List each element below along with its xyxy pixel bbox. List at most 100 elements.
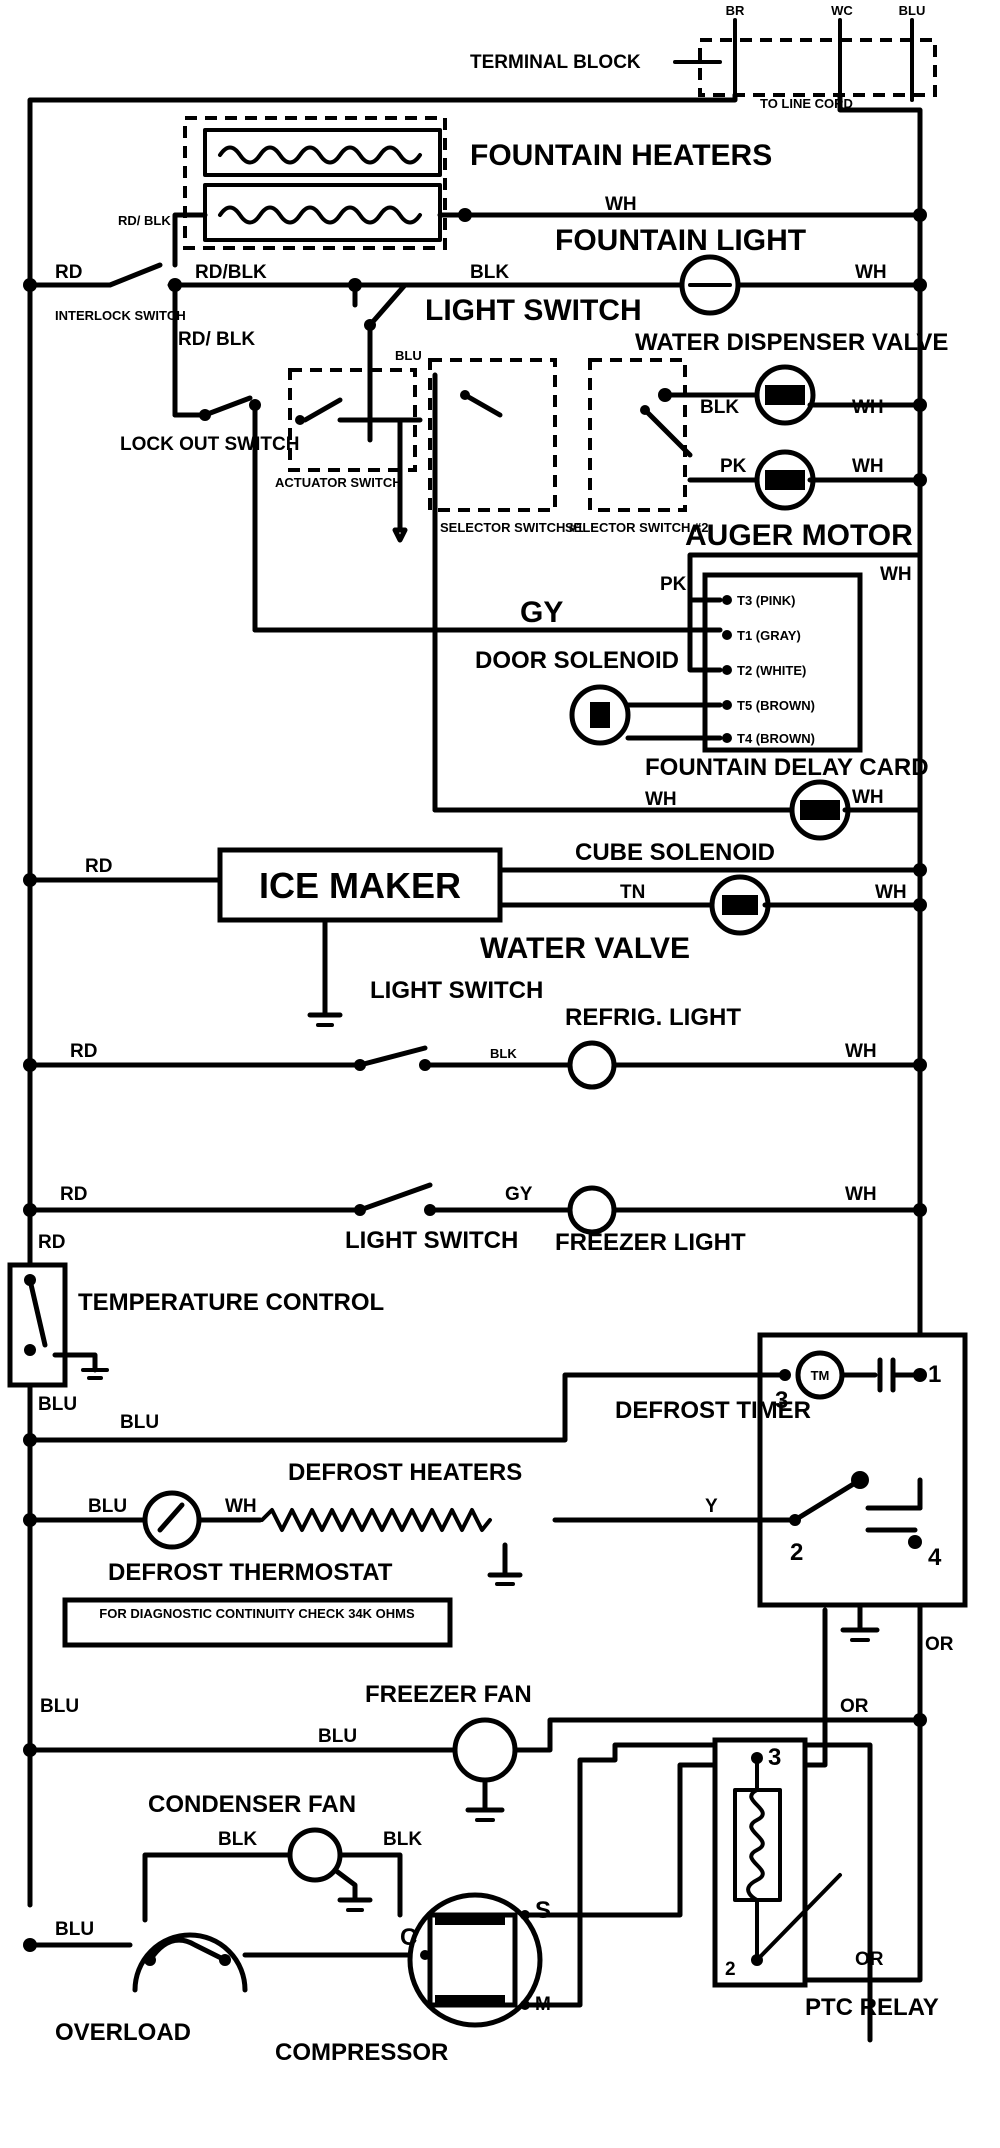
label-blk-refrig: BLK: [490, 1046, 517, 1061]
label-t4-brown: T4 (BROWN): [737, 731, 815, 746]
label-wh-cube: WH: [645, 789, 677, 810]
label-terminal-block: TERMINAL BLOCK: [470, 52, 641, 73]
ice-maker: ICE MAKER RD TN WH WATER VALVE: [23, 847, 927, 1027]
fountain-heaters: FOUNTAIN HEATERS WH RD/ BLK: [118, 116, 927, 268]
label-blu-fan: BLU: [40, 1696, 79, 1717]
refrig-light: LIGHT SWITCH RD BLK REFRIG. LIGHT WH: [23, 977, 927, 1090]
label-t-4: 4: [928, 1544, 942, 1571]
light-switch-top: LIGHT SWITCH BLU: [352, 282, 642, 443]
label-rd-blk-b: RD/BLK: [195, 262, 267, 283]
label-or-fan: OR: [840, 1696, 869, 1717]
label-actuator-switch: ACTUATOR SWITCH: [275, 475, 402, 490]
label-light-switch-freezer: LIGHT SWITCH: [345, 1227, 518, 1254]
compressor: C S M COMPRESSOR: [275, 1607, 873, 2066]
label-rd-temp: RD: [38, 1232, 65, 1253]
label-tn: TN: [620, 882, 645, 903]
label-gy-freezer: GY: [505, 1184, 533, 1205]
label-overload: OVERLOAD: [55, 2019, 191, 2046]
label-interlock-switch: INTERLOCK SWITCH: [55, 308, 186, 323]
main-rails: [27, 92, 923, 1908]
label-br: BR: [726, 3, 745, 18]
label-blk-top: BLK: [470, 262, 509, 283]
label-r3: 3: [768, 1744, 781, 1771]
label-t-1: 1: [928, 1361, 941, 1388]
label-t3-pink: T3 (PINK): [737, 593, 796, 608]
label-wh-freezer: WH: [845, 1184, 877, 1205]
ptc-relay: 3 2 OR PTC RELAY: [712, 1737, 939, 2021]
label-freezer-light: FREEZER LIGHT: [555, 1229, 746, 1256]
label-y: Y: [705, 1496, 718, 1517]
label-refrig-light: REFRIG. LIGHT: [565, 1004, 741, 1031]
label-blu-defrost: BLU: [88, 1496, 127, 1517]
label-wh-refrig: WH: [845, 1041, 877, 1062]
label-selector-switch-2: SELECTOR SWITCH #2: [565, 520, 709, 535]
label-light-switch-top: LIGHT SWITCH: [425, 294, 642, 327]
label-wh-cube-r: WH: [852, 787, 884, 808]
label-blu-top: BLU: [899, 3, 926, 18]
label-wh-right: WH: [880, 564, 912, 585]
label-wc: WC: [831, 3, 853, 18]
label-c: C: [400, 1924, 417, 1951]
label-blu-sw: BLU: [395, 348, 422, 363]
label-rd-left: RD: [55, 262, 82, 283]
label-auger-motor: AUGER MOTOR: [685, 519, 913, 552]
label-lock-out-switch: LOCK OUT SWITCH: [120, 434, 299, 455]
defrost-heaters: DEFROST HEATERS BLU WH Y DEFROST THERMOS…: [23, 1459, 798, 1648]
label-t5-brown: T5 (BROWN): [737, 698, 815, 713]
label-freezer-fan: FREEZER FAN: [365, 1681, 532, 1708]
defrost-timer: TM 3 1 2 4 DEFROST TIMER OR: [23, 1332, 968, 1655]
condenser-fan: CONDENSER FAN BLK BLK: [142, 1791, 422, 1923]
label-water-valve: WATER VALVE: [480, 932, 690, 965]
label-pk-card: PK: [660, 574, 687, 595]
label-compressor: COMPRESSOR: [275, 2039, 448, 2066]
label-blu-temp2: BLU: [120, 1412, 159, 1433]
label-water-dispenser-valve: WATER DISPENSER VALVE: [635, 329, 948, 356]
label-continuity-note: FOR DIAGNOSTIC CONTINUITY CHECK 34K OHMS: [99, 1606, 415, 1621]
label-selector-switch-1: SELECTOR SWITCH #1: [440, 520, 584, 535]
label-tm: TM: [811, 1368, 830, 1383]
label-wh-defrost: WH: [225, 1496, 257, 1517]
label-defrost-heaters: DEFROST HEATERS: [288, 1459, 522, 1486]
label-rd-blk-c: RD/ BLK: [178, 329, 255, 350]
label-blu-temp: BLU: [38, 1394, 77, 1415]
water-dispenser-valve: WATER DISPENSER VALVE BLK WH: [635, 329, 948, 426]
label-t2-white: T2 (WHITE): [737, 663, 806, 678]
label-condenser-fan: CONDENSER FAN: [148, 1791, 356, 1818]
label-pk-auger: PK: [720, 456, 747, 477]
label-t-2: 2: [790, 1539, 803, 1566]
label-fountain-delay-card: FOUNTAIN DELAY CARD: [645, 754, 929, 781]
freezer-light: RD GY WH LIGHT SWITCH FREEZER LIGHT: [23, 1182, 927, 1256]
label-fountain-heaters: FOUNTAIN HEATERS: [470, 139, 772, 172]
label-wh-water: WH: [875, 882, 907, 903]
label-ptc-relay: PTC RELAY: [805, 1994, 939, 2021]
label-defrost-thermostat: DEFROST THERMOSTAT: [108, 1559, 393, 1586]
fountain-light-circuit: RD RD/BLK BLK WH FOUNTAIN LIGHT INTERLOC…: [23, 224, 927, 418]
label-ice-maker: ICE MAKER: [259, 865, 461, 906]
label-blu-overload: BLU: [55, 1919, 94, 1940]
label-t1-gray: T1 (GRAY): [737, 628, 801, 643]
label-door-solenoid: DOOR SOLENOID: [475, 647, 679, 674]
label-rd-freezer: RD: [60, 1184, 87, 1205]
label-rd-blk-a: RD/ BLK: [118, 213, 171, 228]
freezer-fan: BLU FREEZER FAN BLU OR: [23, 1602, 927, 1822]
label-gy: GY: [520, 596, 563, 629]
label-defrost-timer: DEFROST TIMER: [615, 1397, 811, 1424]
label-or-timer: OR: [925, 1634, 954, 1655]
label-wh-top: WH: [855, 262, 887, 283]
label-t-3: 3: [775, 1387, 788, 1414]
label-blk-cond: BLK: [218, 1829, 257, 1850]
label-temperature-control: TEMPERATURE CONTROL: [78, 1289, 384, 1316]
label-blk-cond2: BLK: [383, 1829, 422, 1850]
label-wh-auger: WH: [852, 456, 884, 477]
label-blk-wdv: BLK: [700, 397, 739, 418]
fountain-delay-card: T3 (PINK) T1 (GRAY) T2 (WHITE) T5 (BROWN…: [252, 552, 929, 781]
label-s: S: [535, 1897, 551, 1924]
label-to-line-cord: TO LINE CORD: [760, 96, 853, 111]
label-rd-refrig: RD: [70, 1041, 97, 1062]
cube-solenoid: WH WH CUBE SOLENOID: [432, 779, 923, 866]
temperature-control: RD TEMPERATURE CONTROL BLU BLU: [7, 1232, 384, 1433]
overload: BLU OVERLOAD: [23, 1919, 423, 2046]
label-fountain-light: FOUNTAIN LIGHT: [555, 224, 806, 257]
label-wh-heater: WH: [605, 194, 637, 215]
